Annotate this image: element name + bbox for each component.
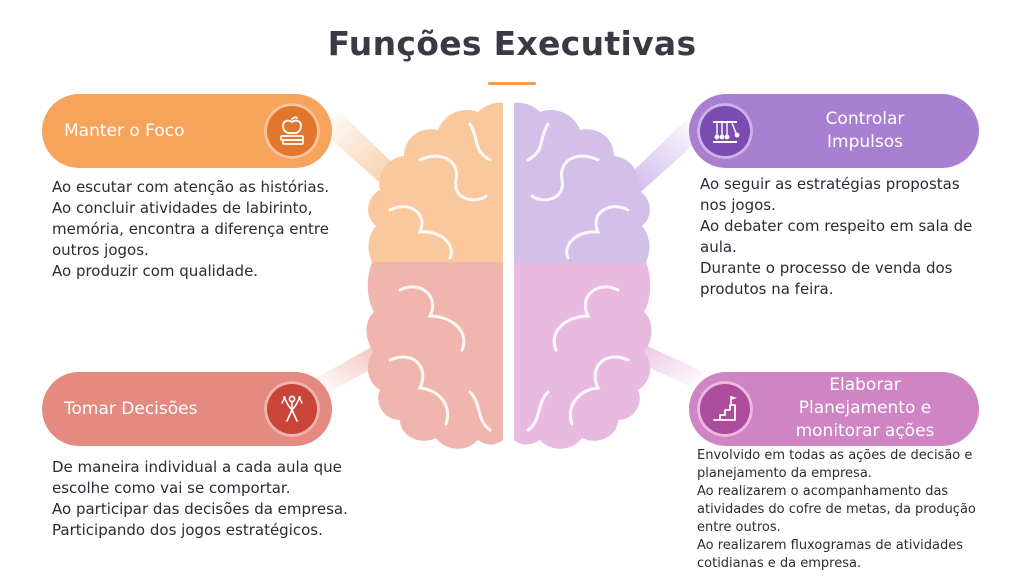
text-block-decisoes: De maneira individual a cada aula que es… [52, 457, 348, 541]
impulsos-line: produtos na feira. [700, 280, 834, 298]
pill-elaborar-planejamento: Elaborar Planejamento e monitorar ações [689, 372, 979, 446]
brain-right-top [514, 102, 650, 263]
pill-label-decisoes: Tomar Decisões [64, 398, 198, 419]
decisoes-line: Participando dos jogos estratégicos. [52, 521, 323, 539]
text-block-foco: Ao escutar com atenção as histórias. Ao … [52, 177, 329, 282]
planejamento-line: atividades do cofre de metas, da produçã… [697, 502, 976, 517]
planejamento-line: Ao realizarem fluxogramas de atividades [697, 538, 964, 553]
planejamento-line: cotidianas e da empresa. [697, 556, 862, 571]
planejamento-line: Ao realizarem o acompanhamento das [697, 484, 949, 499]
planejamento-line: Envolvido em todas as ações de decisão e [697, 448, 973, 463]
foco-line: Ao produzir com qualidade. [52, 262, 259, 280]
brain-left-top [368, 102, 503, 263]
pill-manter-o-foco: Manter o Foco [42, 94, 332, 168]
stairs-flag-icon [697, 381, 753, 437]
decisoes-line: Ao participar das decisões da empresa. [52, 500, 348, 518]
foco-line: memória, encontra a diferença entre [52, 220, 329, 238]
label-line: Impulsos [827, 132, 903, 152]
page-title: Funções Executivas [327, 24, 697, 63]
text-block-planejamento: Envolvido em todas as ações de decisão e… [697, 447, 976, 573]
label-line: monitorar ações [795, 421, 935, 441]
newtons-cradle-icon [697, 103, 753, 159]
foco-line: Ao concluir atividades de labirinto, [52, 199, 313, 217]
pill-label-planejamento: Elaborar Planejamento e monitorar ações [769, 374, 961, 443]
brain-left-bottom [366, 262, 503, 449]
pill-label-impulsos: Controlar Impulsos [769, 108, 961, 154]
person-at-crossroads-icon [264, 381, 320, 437]
planejamento-line: entre outros. [697, 520, 781, 535]
brain-right-bottom [514, 262, 652, 449]
impulsos-line: aula. [700, 238, 737, 256]
impulsos-line: Ao seguir as estratégias propostas [700, 175, 960, 193]
foco-line: Ao escutar com atenção as histórias. [52, 178, 330, 196]
label-line: Elaborar [829, 375, 901, 395]
apple-on-books-icon [264, 103, 320, 159]
decisoes-line: De maneira individual a cada aula que [52, 458, 342, 476]
pill-tomar-decisoes: Tomar Decisões [42, 372, 332, 446]
pill-controlar-impulsos: Controlar Impulsos [689, 94, 979, 168]
pill-label-foco: Manter o Foco [64, 120, 185, 141]
foco-line: outros jogos. [52, 241, 149, 259]
impulsos-line: nos jogos. [700, 196, 776, 214]
text-block-impulsos: Ao seguir as estratégias propostas nos j… [700, 174, 972, 300]
impulsos-line: Durante o processo de venda dos [700, 259, 953, 277]
title-underline [488, 82, 536, 85]
impulsos-line: Ao debater com respeito em sala de [700, 217, 973, 235]
label-line: Planejamento e [798, 398, 932, 418]
label-line: Controlar [825, 109, 905, 129]
decisoes-line: escolhe como vai se comportar. [52, 479, 291, 497]
planejamento-line: planejamento da empresa. [697, 466, 872, 481]
ray-top-left [318, 112, 400, 190]
ray-top-right [626, 120, 706, 196]
